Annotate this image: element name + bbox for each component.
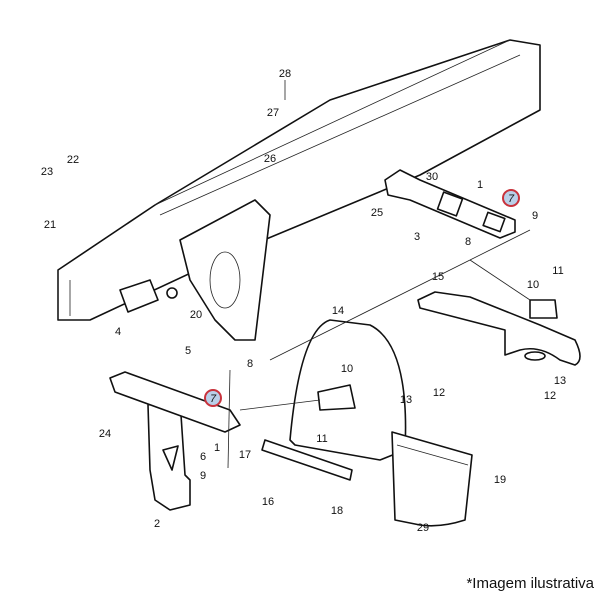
mudflap [391,431,473,527]
leader-lines [227,80,531,469]
callout-7: 7 [508,193,515,205]
callout-9: 9 [200,470,206,482]
callout-16: 16 [262,496,274,508]
callout-10: 10 [341,363,353,375]
reinforcement-strip [261,439,353,481]
callout-23: 23 [41,166,53,178]
callout-7: 7 [210,393,217,405]
callout-20: 20 [190,309,202,321]
callout-29: 29 [417,522,429,534]
callout-22: 22 [67,154,79,166]
fender-upper [417,291,581,366]
support-tube-lower [109,371,241,433]
spring-bracket [179,199,271,341]
callout-8: 8 [247,358,253,370]
callout-30: 30 [426,171,438,183]
callout-12: 12 [544,390,556,402]
callout-26: 26 [264,153,276,165]
callout-5: 5 [185,345,191,357]
callout-8: 8 [465,236,471,248]
callout-4: 4 [115,326,121,338]
callout-12: 12 [433,387,445,399]
callout-27: 27 [267,107,279,119]
frame-rail [57,39,541,321]
callout-11: 11 [552,265,563,277]
callout-14: 14 [332,305,344,317]
highlight-circle [502,189,520,207]
callout-19: 19 [494,474,506,486]
callout-3: 3 [414,231,420,243]
callout-10: 10 [527,279,539,291]
callout-25: 25 [371,207,383,219]
support-tube-upper [384,169,516,239]
callout-15: 15 [432,271,444,283]
callout-1: 1 [477,179,483,191]
highlight-circle [204,389,222,407]
clamp [119,279,178,313]
callout-18: 18 [331,505,343,517]
callout-17: 17 [239,449,251,461]
callout-21: 21 [44,219,56,231]
callout-1: 1 [214,442,220,454]
callout-28: 28 [279,68,291,80]
mudflap-bracket-plate [147,399,191,511]
callout-24: 24 [99,428,111,440]
callout-6: 6 [200,451,206,463]
callout-9: 9 [532,210,538,222]
illustrative-image-note: *Imagem ilustrativa [466,575,594,592]
callout-13: 13 [554,375,566,387]
callout-11: 11 [316,433,327,445]
callout-2: 2 [154,518,160,530]
callout-13: 13 [400,394,412,406]
fender-lower [289,319,407,461]
